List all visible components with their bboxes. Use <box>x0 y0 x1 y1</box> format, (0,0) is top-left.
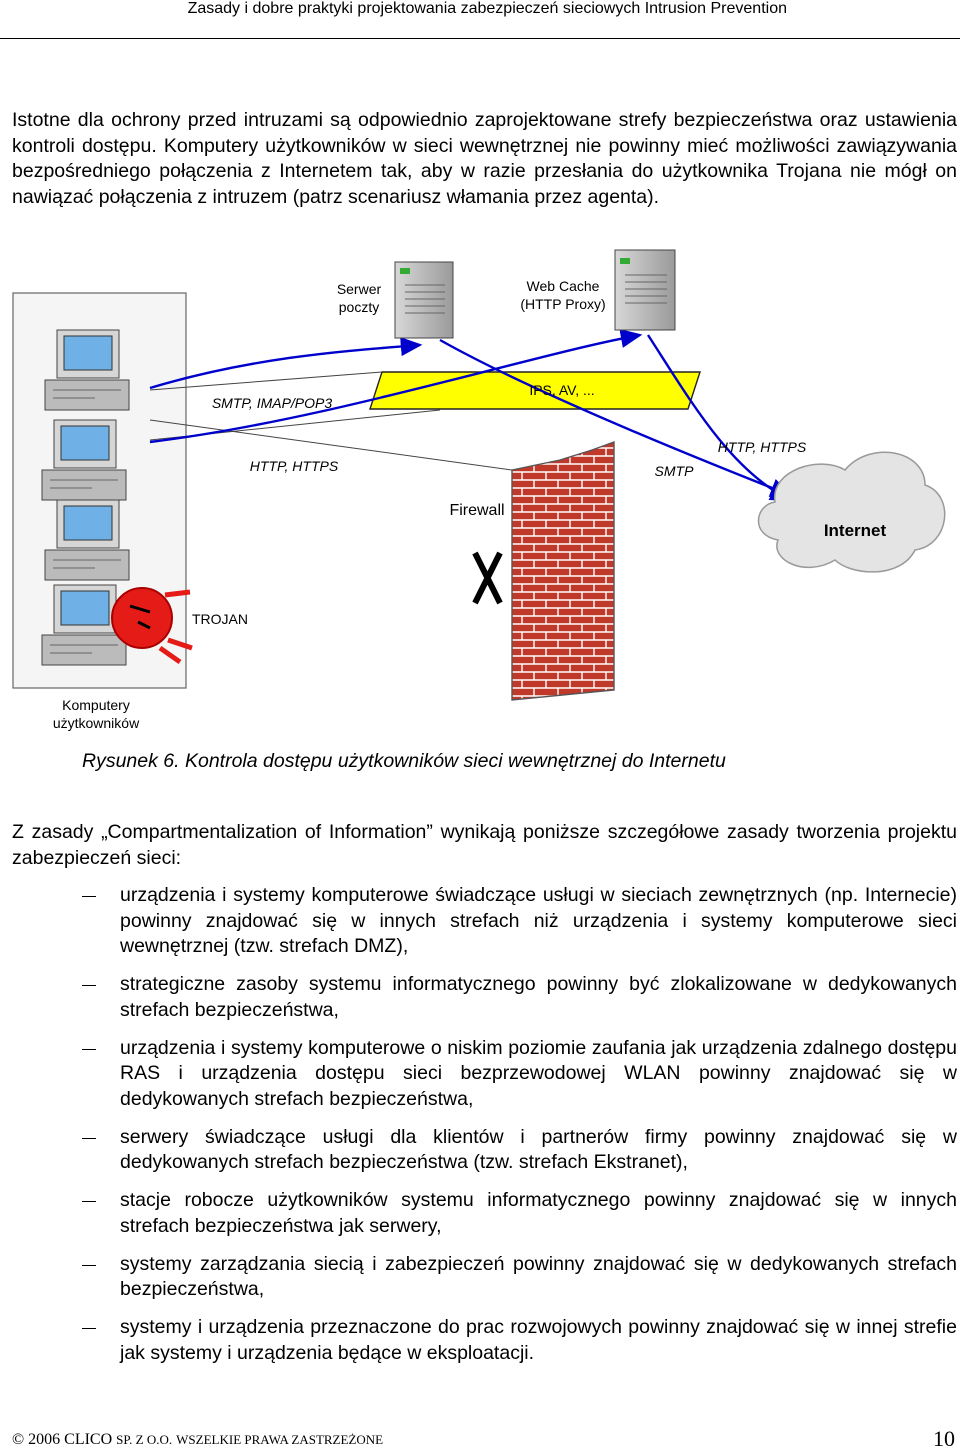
mail-server-icon <box>394 261 454 339</box>
footer-copyright: © 2006 CLICO SP. Z O.O. WSZELKIE PRAWA Z… <box>12 1431 383 1449</box>
list-item: urządzenia i systemy komputerowe o niski… <box>0 1036 960 1113</box>
network-diagram: Serwer poczty Web Cache (HTTP Proxy) IPS… <box>12 249 946 731</box>
list-item-text: stacje robocze użytkowników systemu info… <box>120 1189 957 1237</box>
trojan-icon <box>111 587 193 665</box>
http-https-right-label: HTTP, HTTPS <box>718 439 807 455</box>
list-item-text: systemy i urządzenia przeznaczone do pra… <box>120 1316 957 1364</box>
computer-icon <box>41 584 127 666</box>
dash-marker <box>82 1048 96 1050</box>
list-item-text: systemy zarządzania siecią i zabezpiecze… <box>120 1252 957 1301</box>
page-number: 10 <box>933 1426 955 1451</box>
web-cache-label-1: Web Cache <box>527 278 600 294</box>
computer-icon <box>44 329 130 411</box>
dash-marker <box>82 1264 96 1266</box>
arrow-mail <box>149 337 423 390</box>
footer-rights: WSZELKIE PRAWA ZASTRZEŻONE <box>176 1432 384 1447</box>
list-item-text: urządzenia i systemy komputerowe o niski… <box>120 1036 957 1110</box>
arrow-web <box>149 328 643 444</box>
smtp-right-label: SMTP <box>655 463 695 479</box>
http-https-left-label: HTTP, HTTPS <box>250 458 339 474</box>
list-item-text: urządzenia i systemy komputerowe świadcz… <box>120 884 957 957</box>
ips-label: IPS, AV, ... <box>529 382 594 398</box>
internet-cloud-icon <box>757 451 946 573</box>
users-label-2: użytkowników <box>53 715 140 731</box>
users-label-1: Komputery <box>62 697 130 713</box>
blocked-x-icon <box>472 551 503 605</box>
arrow-smtp <box>439 338 793 497</box>
dash-marker <box>82 896 96 897</box>
list-item: systemy zarządzania siecią i zabezpiecze… <box>0 1252 960 1303</box>
header-rule <box>0 38 960 39</box>
computer-icon <box>44 499 130 581</box>
list-item-text: strategiczne zasoby systemu informatyczn… <box>120 973 957 1021</box>
smtp-imap-label: SMTP, IMAP/POP3 <box>212 395 333 411</box>
list-item-text: serwery świadczące usługi dla klientów i… <box>120 1125 957 1174</box>
internet-label: Internet <box>824 521 887 540</box>
principles-paragraph: Z zasady „Compartmentalization of Inform… <box>12 821 957 869</box>
mail-server-label-2: poczty <box>339 299 379 315</box>
web-cache-label-2: (HTTP Proxy) <box>520 296 605 312</box>
list-item: serwery świadczące usługi dla klientów i… <box>0 1125 960 1176</box>
list-item: systemy i urządzenia przeznaczone do pra… <box>0 1315 960 1366</box>
footer-copyright-text: © 2006 CLICO <box>12 1431 113 1448</box>
footer-company-suffix: SP. Z O.O. <box>116 1432 173 1447</box>
dash-marker <box>82 1201 96 1202</box>
firewall-icon <box>511 441 615 701</box>
list-item: urządzenia i systemy komputerowe świadcz… <box>0 883 960 960</box>
dash-marker <box>82 1137 96 1139</box>
firewall-label: Firewall <box>449 502 504 519</box>
mail-server-label-1: Serwer <box>337 281 382 297</box>
dash-marker <box>82 1328 96 1329</box>
trojan-label: TROJAN <box>192 611 248 627</box>
principles-list: urządzenia i systemy komputerowe świadcz… <box>0 883 960 1379</box>
list-item: stacje robocze użytkowników systemu info… <box>0 1188 960 1239</box>
list-item: strategiczne zasoby systemu informatyczn… <box>0 972 960 1023</box>
arrow-http <box>646 334 793 502</box>
header-title: Zasady i dobre praktyki projektowania za… <box>187 0 787 17</box>
dash-marker <box>82 985 96 986</box>
computer-icon <box>41 419 127 501</box>
intro-paragraph: Istotne dla ochrony przed intruzami są o… <box>12 109 957 208</box>
ips-zone <box>369 371 701 410</box>
web-cache-server-icon <box>614 249 676 331</box>
figure-caption: Rysunek 6. Kontrola dostępu użytkowników… <box>82 750 726 772</box>
